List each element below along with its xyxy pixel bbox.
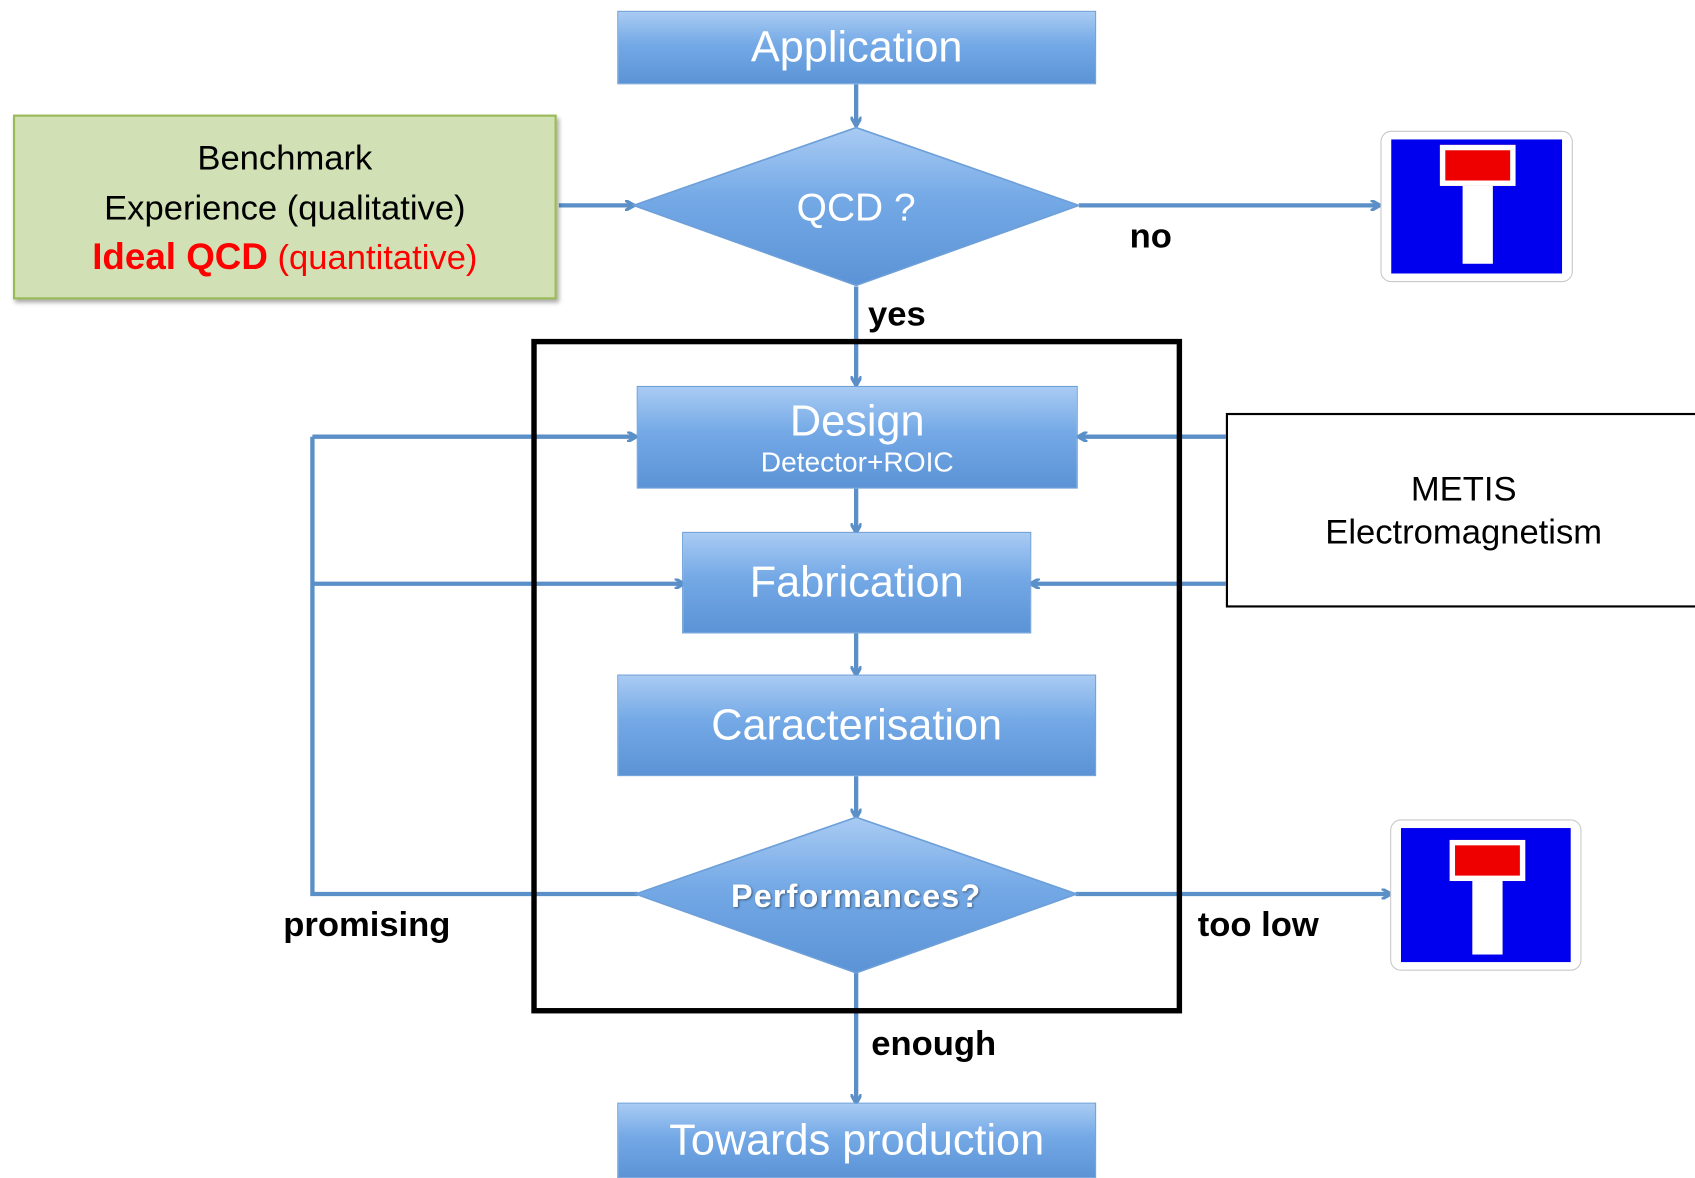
benchmark-line1: Benchmark: [197, 137, 373, 177]
caracterisation-box: Caracterisation: [617, 674, 1097, 777]
caracterisation-label: Caracterisation: [711, 701, 1003, 750]
process-boundary: [531, 338, 1183, 1014]
performances-label: Performances?: [731, 878, 982, 915]
metis-box: METIS Electromagnetism: [1225, 412, 1695, 608]
qcd-decision-shape: [631, 126, 1082, 287]
benchmark-box: Benchmark Experience (qualitative) Ideal…: [12, 114, 557, 300]
label-no: no: [1129, 216, 1172, 256]
fabrication-label: Fabrication: [749, 558, 964, 607]
benchmark-quantitative: (quantitative): [267, 237, 478, 277]
application-box: Application: [617, 10, 1097, 85]
application-label: Application: [750, 23, 963, 72]
benchmark-line2: Experience (qualitative): [104, 187, 466, 227]
dead-end-sign-icon: [1380, 130, 1573, 283]
design-label: Design: [789, 397, 925, 445]
fabrication-box: Fabrication: [682, 531, 1032, 634]
qcd-label: QCD ?: [796, 184, 916, 230]
production-label: Towards production: [669, 1116, 1045, 1165]
benchmark-ideal-qcd: Ideal QCD: [92, 236, 268, 278]
production-box: Towards production: [617, 1102, 1097, 1178]
loop-promising: [310, 436, 638, 897]
label-yes: yes: [868, 294, 926, 333]
performances-decision-shape: [633, 816, 1080, 974]
label-promising: promising: [283, 904, 451, 944]
metis-line2: Electromagnetism: [1325, 512, 1603, 552]
label-too-low: too low: [1197, 904, 1319, 944]
design-sublabel: Detector+ROIC: [760, 444, 954, 478]
benchmark-line3: Ideal QCD (quantitative): [92, 232, 477, 282]
label-enough: enough: [871, 1023, 997, 1063]
design-box: Design Detector+ROIC: [636, 385, 1078, 489]
metis-line1: METIS: [1410, 469, 1517, 509]
dead-end-sign-icon: [1390, 819, 1582, 971]
